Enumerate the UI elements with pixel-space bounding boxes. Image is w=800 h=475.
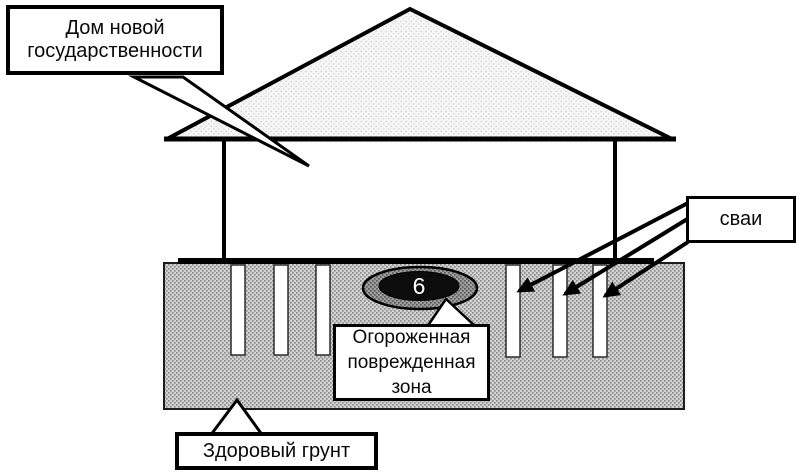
pile-left-3: [315, 264, 331, 356]
healthy-soil-callout-box: Здоровый грунт: [175, 432, 378, 470]
piles-callout-box: сваи: [686, 196, 796, 243]
pile-right-2: [552, 264, 568, 358]
damaged-zone-callout-line-1: Огороженная: [352, 327, 471, 348]
damaged-zone-callout-line-3: зона: [391, 377, 432, 398]
damaged-zone-callout-line-2: поврежденная: [347, 352, 476, 373]
pile-arrow-2: [562, 216, 691, 296]
pile-arrow-3: [602, 240, 690, 298]
house-callout-line-2: государственности: [27, 40, 203, 62]
pile-right-1: [505, 264, 521, 358]
damaged-zone-inner-ellipse: [378, 271, 460, 301]
pile-arrow-1: [516, 201, 689, 293]
pile-left-1: [230, 264, 246, 356]
piles-callout-label: сваи: [719, 208, 763, 230]
damaged-zone-callout-box: Огороженная поврежденная зона: [333, 324, 490, 401]
pile-right-3: [592, 264, 608, 358]
healthy-soil-callout-label: Здоровый грунт: [202, 439, 351, 462]
house-callout-tail: [127, 75, 310, 168]
damaged-zone-number: 6: [412, 272, 426, 299]
pile-left-2: [273, 264, 289, 356]
house-callout-box: Дом новой государственности: [6, 5, 224, 75]
house-callout-line-1: Дом новой: [65, 17, 165, 39]
